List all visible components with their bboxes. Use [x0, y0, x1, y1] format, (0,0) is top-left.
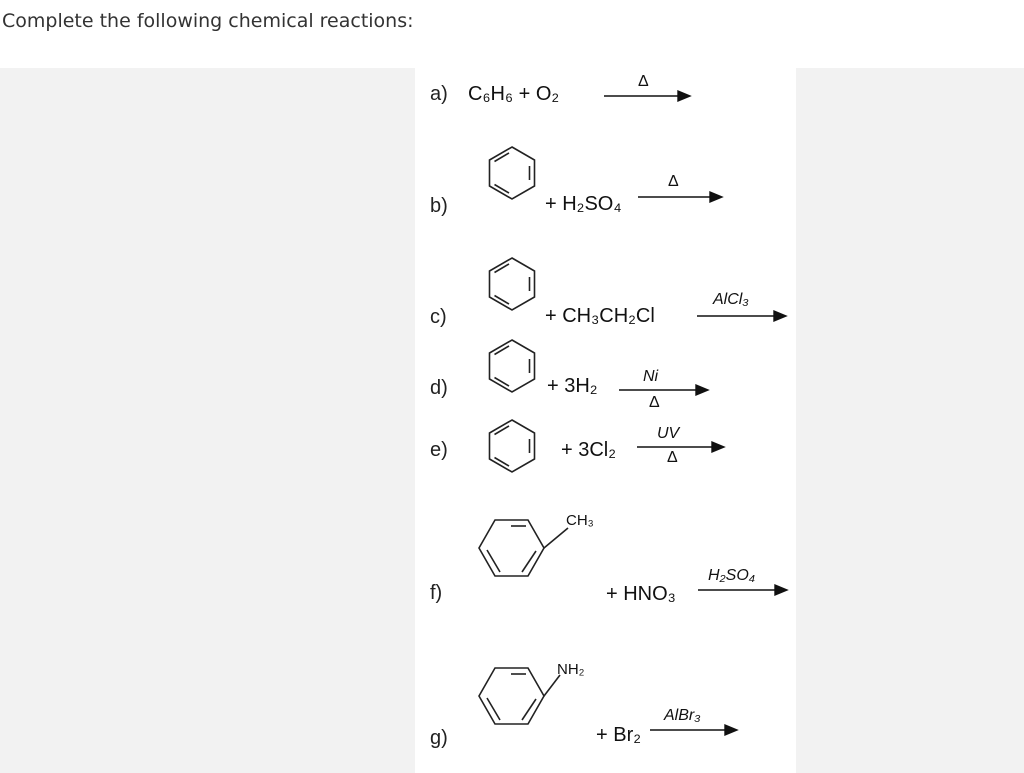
reaction-a-condition: Δ	[638, 73, 649, 90]
reaction-b-label: b)	[430, 195, 448, 217]
reaction-d-catalyst: Ni	[643, 368, 659, 385]
reaction-e-label: e)	[430, 439, 448, 461]
reactions-image	[415, 68, 796, 773]
right-margin-band	[796, 68, 1024, 773]
reaction-f-label: f)	[430, 582, 443, 604]
reaction-f-reagent: + HNO₃	[606, 583, 676, 605]
reaction-g-label: g)	[430, 727, 448, 749]
reaction-g-catalyst: AlBr₃	[664, 707, 701, 724]
left-margin-band	[0, 68, 415, 773]
reaction-c-catalyst: AlCl₃	[713, 291, 749, 308]
reaction-f-catalyst: H₂SO₄	[708, 567, 756, 584]
reaction-g-reagent: + Br₂	[596, 724, 641, 746]
reaction-f-substituent: CH₃	[566, 512, 594, 529]
question-text: Complete the following chemical reaction…	[2, 10, 414, 32]
reaction-d-label: d)	[430, 377, 448, 399]
reaction-e-reagent: + 3Cl₂	[561, 439, 617, 461]
reaction-b-condition: Δ	[668, 173, 679, 190]
reaction-a-reagents: C₆H₆ + O₂	[468, 83, 560, 105]
reaction-c-reagent: + CH₃CH₂Cl	[545, 305, 655, 327]
reaction-e-catalyst: UV	[657, 425, 680, 442]
reaction-d-condition: Δ	[649, 394, 660, 411]
reaction-b-reagent: + H₂SO₄	[545, 193, 622, 215]
reaction-c-label: c)	[430, 306, 447, 328]
reaction-g-substituent: NH₂	[557, 661, 585, 678]
reaction-e-condition: Δ	[667, 449, 678, 466]
reaction-a-label: a)	[430, 83, 448, 105]
reaction-d-reagent: + 3H₂	[547, 375, 598, 397]
